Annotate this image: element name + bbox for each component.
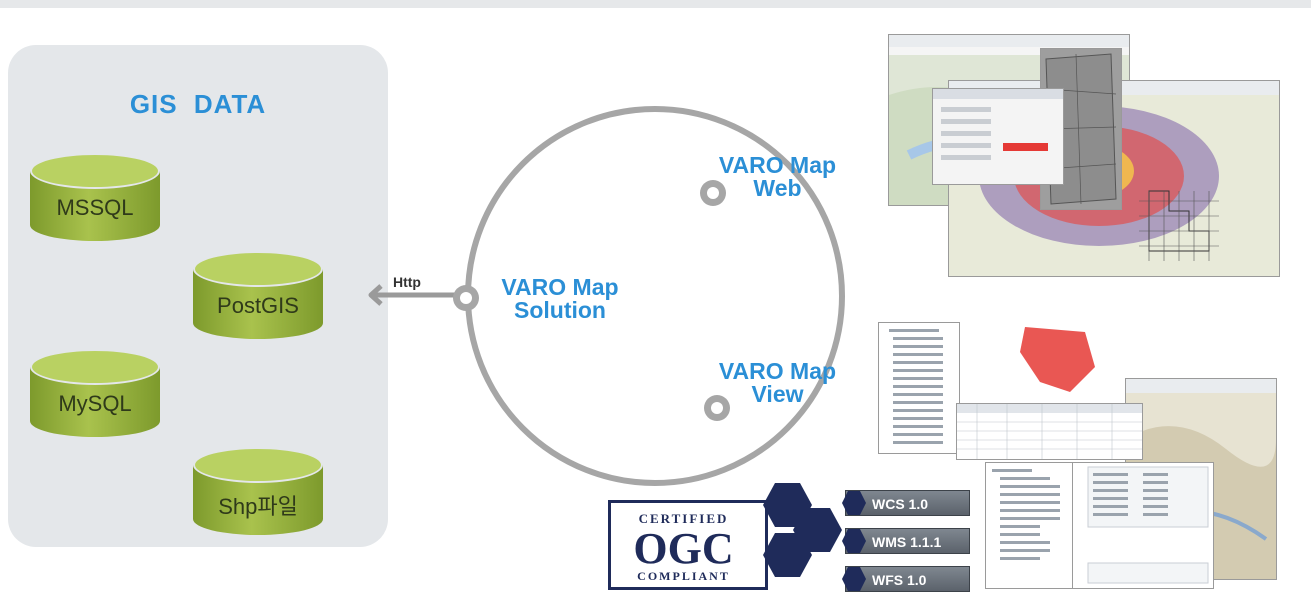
double-arrow-icon xyxy=(368,284,457,306)
hexagon-icon xyxy=(842,567,866,591)
http-label: Http xyxy=(393,274,421,290)
hexagon-icon xyxy=(842,529,866,553)
database-icon xyxy=(193,447,323,483)
hexagon-icon xyxy=(842,491,866,515)
database-mysql: MySQL xyxy=(30,349,160,449)
database-label: Shp파일 xyxy=(218,494,298,519)
standard-badge-wfs: WFS 1.0 xyxy=(842,566,970,592)
database-icon xyxy=(30,153,160,189)
web-node xyxy=(700,180,726,206)
gis-data-title: GIS DATA xyxy=(129,89,267,119)
database-label: MSSQL xyxy=(56,195,134,220)
database-label: MySQL xyxy=(58,391,132,416)
database-label: PostGIS xyxy=(217,293,299,318)
database-shp: Shp파일 xyxy=(193,447,323,547)
web-screenshot-dialog xyxy=(932,88,1064,185)
view-screenshot-tree xyxy=(878,322,960,454)
view-node xyxy=(704,395,730,421)
view-points-map xyxy=(1010,322,1100,397)
solution-node xyxy=(453,285,479,311)
top-strip xyxy=(0,0,1311,8)
ogc-compliant-text: COMPLIANT xyxy=(637,569,730,583)
database-postgis: PostGIS xyxy=(193,251,323,351)
standard-badge-wcs: WCS 1.0 xyxy=(842,490,970,516)
standard-badge-wms: WMS 1.1.1 xyxy=(842,528,970,554)
database-mssql: MSSQL xyxy=(30,153,160,253)
ogc-certified-text: CERTIFIED xyxy=(638,511,729,526)
gis-data-panel: GIS DATA MSSQL PostGIS MySQL Shp파일 xyxy=(8,45,388,547)
view-screenshot-table xyxy=(956,403,1143,460)
ogc-badge: CERTIFIED OGC COMPLIANT xyxy=(608,500,768,590)
ogc-logo-text: OGC xyxy=(633,524,734,573)
view-screenshot-properties xyxy=(1072,462,1214,589)
database-icon xyxy=(193,251,323,287)
ogc-hexagons-icon xyxy=(763,483,842,577)
database-icon xyxy=(30,349,160,385)
